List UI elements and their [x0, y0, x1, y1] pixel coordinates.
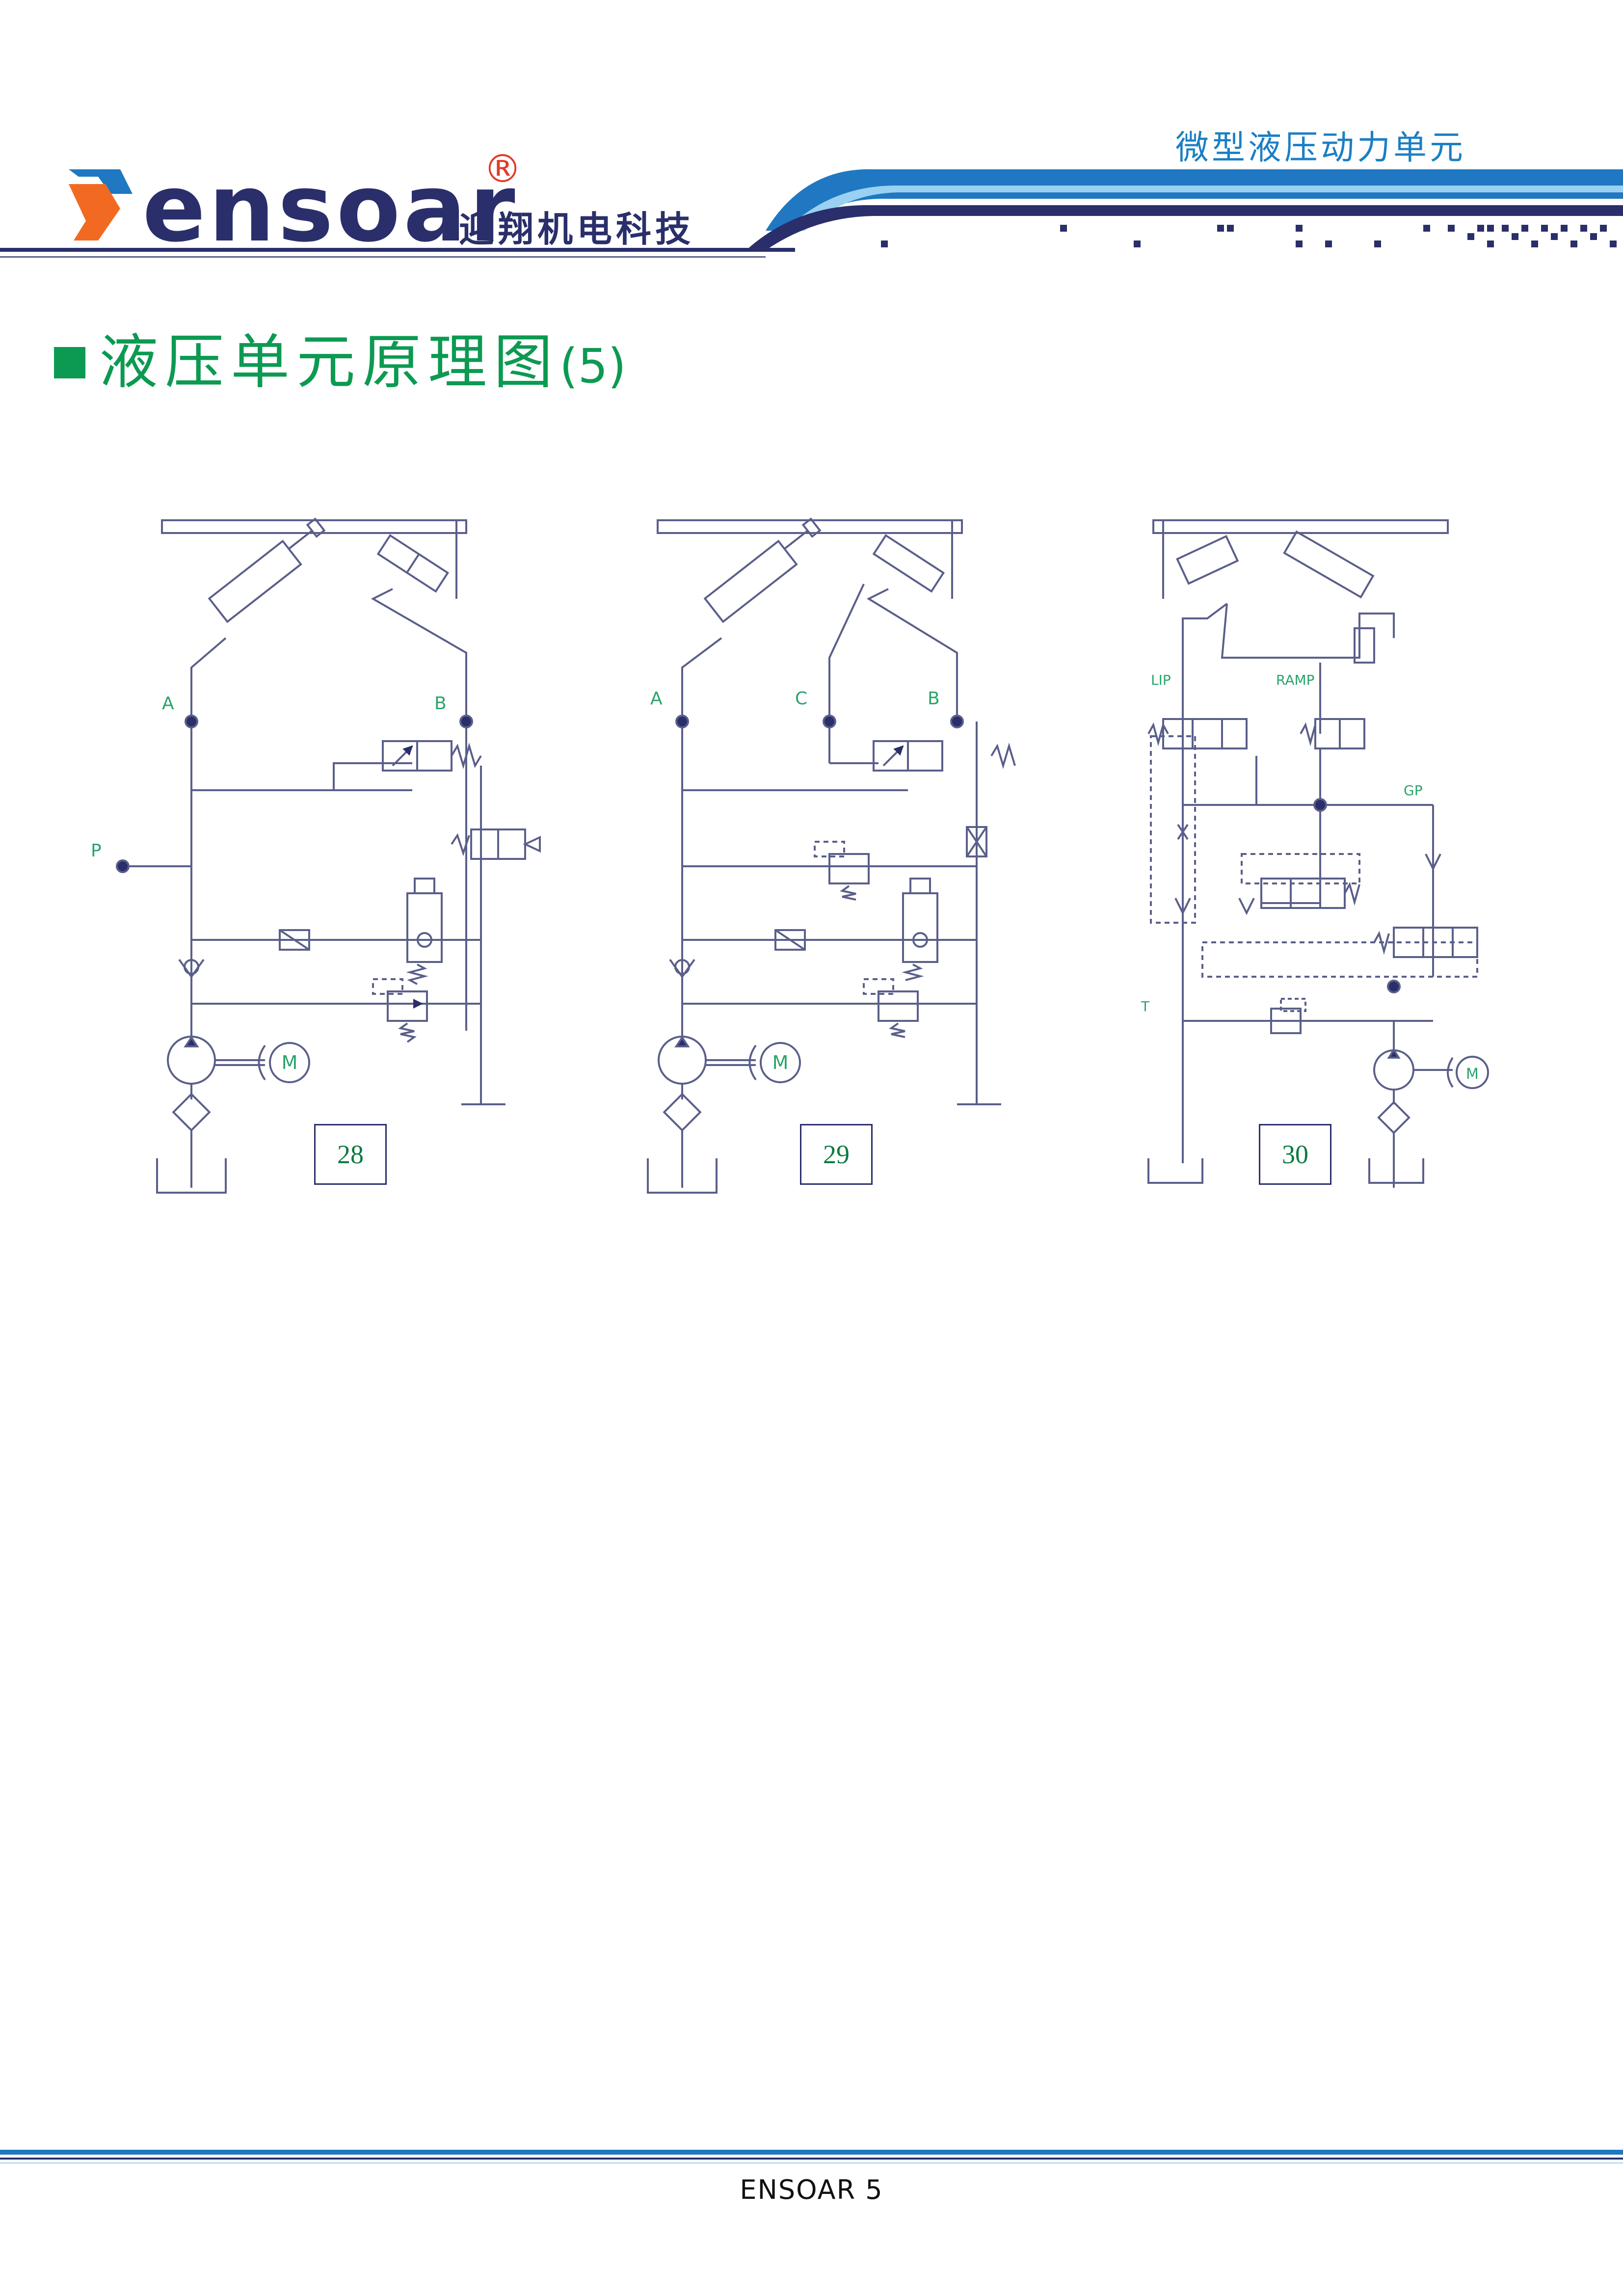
diagram-number-28: 28: [314, 1124, 387, 1185]
schematic-29: [647, 517, 1016, 1194]
port-label-30-gp: GP: [1404, 782, 1423, 799]
logo-word: ensoar: [142, 154, 518, 263]
footer-page-label: ENSOAR 5: [740, 2174, 883, 2205]
company-name-cn: 迎翔机电科技: [459, 209, 695, 250]
motor-label-28: M: [282, 1052, 298, 1073]
diagram-number-29: 29: [800, 1124, 873, 1185]
section-title: 液压单元原理图(5): [54, 314, 626, 400]
port-label-29-c: C: [795, 689, 807, 709]
registered-mark: ®: [483, 147, 522, 191]
port-label-30-ramp: RAMP: [1276, 672, 1315, 688]
schematic-30: [1147, 519, 1489, 1188]
footer-rule: [0, 2150, 1623, 2163]
logo-mark: [69, 169, 133, 240]
port-label-29-b: B: [928, 689, 940, 709]
port-label-28-a: A: [162, 694, 174, 714]
section-title-text: 液压单元原理图: [99, 328, 559, 397]
pixel-dots-decoration: [881, 225, 1617, 247]
motor-label-30: M: [1466, 1066, 1479, 1083]
section-number: (5): [559, 339, 626, 394]
port-label-30-t: T: [1141, 998, 1150, 1015]
hydraulic-schematics: A B P A C B LIP RAMP GP T M M M: [91, 517, 1489, 1194]
brand-tagline: 微型液压动力单元: [1175, 129, 1466, 167]
port-label-29-a: A: [650, 689, 663, 709]
schematic-28: [116, 517, 541, 1194]
port-label-30-lip: LIP: [1151, 672, 1171, 688]
bullet-square-icon: [54, 347, 85, 378]
port-label-28-b: B: [434, 694, 447, 714]
header-banner: ensoar: [0, 154, 1623, 263]
port-label-28-p: P: [91, 841, 102, 861]
diagram-number-30: 30: [1259, 1124, 1331, 1185]
motor-label-29: M: [772, 1052, 789, 1073]
